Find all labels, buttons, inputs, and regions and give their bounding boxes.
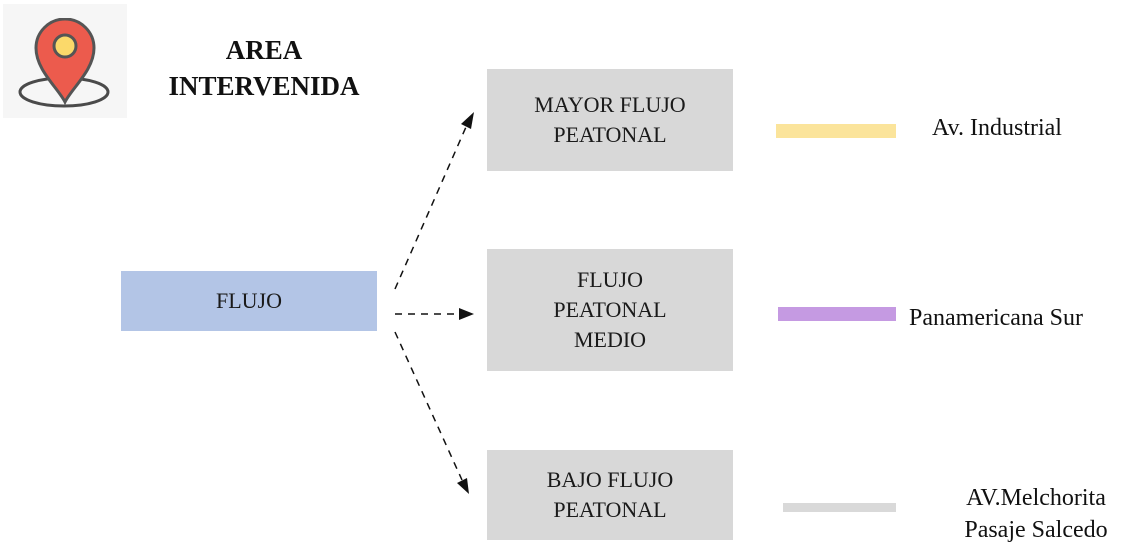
- legend-label-melchorita-line2: Pasaje Salcedo: [964, 517, 1108, 543]
- legend-label-industrial: Av. Industrial: [932, 115, 1062, 141]
- legend-swatch-panamericana: [778, 307, 896, 321]
- map-pin-icon: [18, 18, 110, 108]
- flujo-medio-line3: MEDIO: [573, 327, 647, 352]
- arrowhead-bajo: [457, 478, 469, 494]
- mayor-flujo-box: MAYOR FLUJO PEATONAL: [487, 69, 733, 171]
- mayor-flujo-line2: PEATONAL: [553, 122, 667, 147]
- pin-center: [52, 33, 78, 59]
- arrow-to-mayor: [394, 126, 467, 290]
- legend-swatch-industrial: [776, 124, 896, 138]
- mayor-flujo-line1: MAYOR FLUJO: [534, 92, 686, 117]
- flujo-label: FLUJO: [215, 288, 282, 313]
- bajo-flujo-box: BAJO FLUJO PEATONAL: [487, 450, 733, 540]
- area-title-line1: AREA: [225, 35, 303, 65]
- arrow-to-bajo: [394, 331, 463, 481]
- bajo-flujo-line2: PEATONAL: [553, 497, 667, 522]
- arrowhead-medio: [459, 308, 474, 320]
- arrowhead-mayor: [461, 112, 474, 129]
- area-title: AREA INTERVENIDA: [128, 32, 400, 104]
- flujo-medio-box: FLUJO PEATONAL MEDIO: [487, 249, 733, 371]
- bajo-flujo-line1: BAJO FLUJO: [546, 467, 674, 492]
- legend-swatch-melchorita: [783, 503, 896, 512]
- area-title-line2: INTERVENIDA: [168, 71, 360, 101]
- flujo-medio-line2: PEATONAL: [553, 297, 667, 322]
- flujo-box: FLUJO: [121, 271, 377, 331]
- legend-label-panamericana: Panamericana Sur: [909, 305, 1083, 331]
- legend-label-melchorita: AV.Melchorita Pasaje Salcedo: [936, 482, 1136, 546]
- pin-body: [34, 18, 96, 106]
- flujo-medio-line1: FLUJO: [576, 267, 643, 292]
- legend-label-melchorita-line1: AV.Melchorita: [966, 485, 1106, 511]
